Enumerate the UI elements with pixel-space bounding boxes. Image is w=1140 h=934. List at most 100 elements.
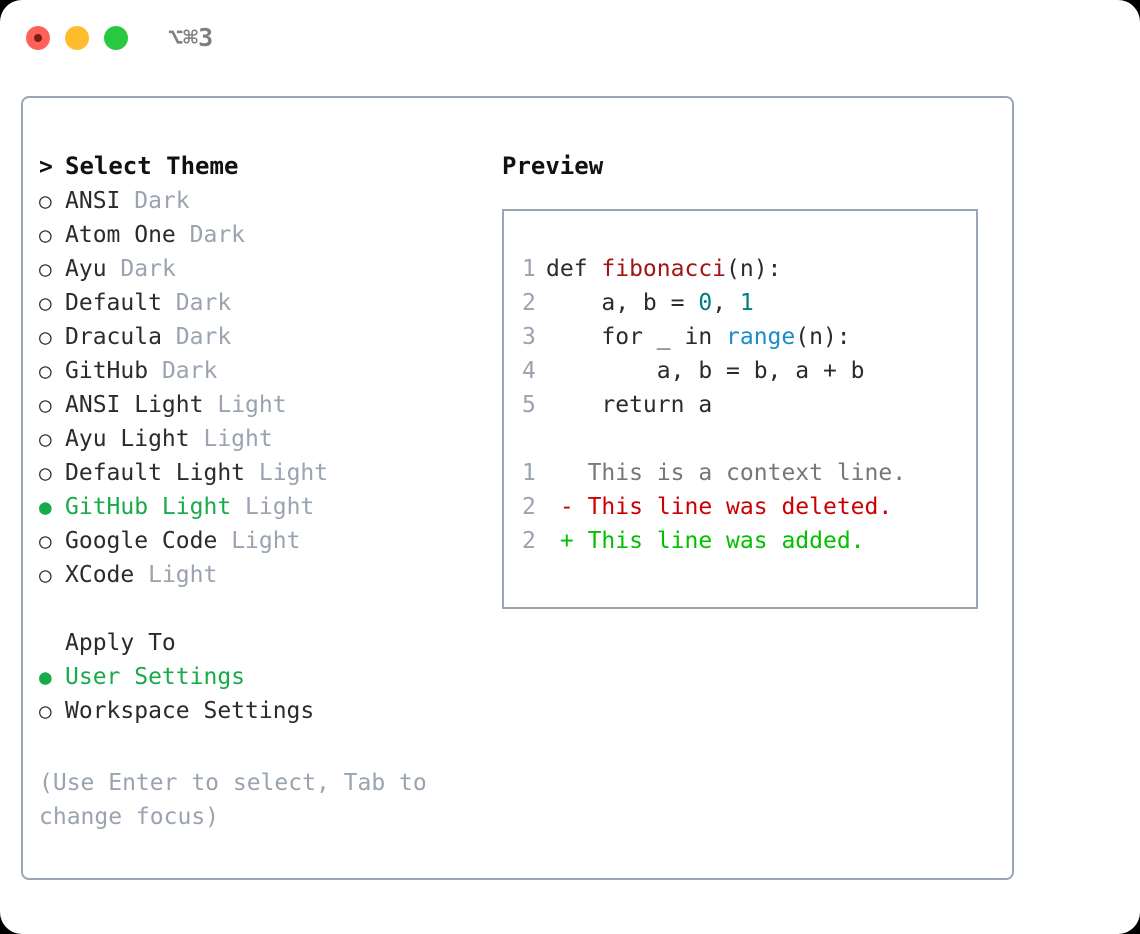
- radio-icon[interactable]: ○: [39, 257, 52, 281]
- theme-item-github-dark[interactable]: ○ GitHub Dark: [39, 358, 489, 392]
- line-number: 2: [522, 528, 536, 554]
- theme-item-google-code-light[interactable]: ○ Google Code Light: [39, 528, 489, 562]
- radio-icon-selected[interactable]: ●: [39, 495, 52, 519]
- theme-picker-column: > Select Theme ○ANSI Dark ○ Atom One Dark …: [39, 152, 489, 834]
- theme-suffix: Dark: [120, 256, 176, 282]
- diff-line-added: 2 + This line was added.: [522, 528, 970, 562]
- theme-label: Ayu Light: [65, 426, 190, 452]
- code-text: return a: [546, 392, 713, 418]
- theme-suffix: Light: [231, 528, 301, 554]
- radio-icon[interactable]: ○: [39, 427, 52, 451]
- apply-to-item-user-settings[interactable]: ● User Settings: [39, 664, 489, 698]
- apply-to-label: Workspace Settings: [65, 698, 315, 724]
- theme-item-dracula-dark[interactable]: ○ Dracula Dark: [39, 324, 489, 358]
- apply-to-label: User Settings: [65, 664, 246, 690]
- theme-label: Default Light: [65, 460, 246, 486]
- theme-label: GitHub: [65, 358, 149, 384]
- theme-item-default-light[interactable]: ○ Default Light Light: [39, 460, 489, 494]
- radio-icon[interactable]: ○: [39, 223, 52, 247]
- code-text: a, b = b, a + b: [546, 358, 865, 384]
- section-spacer: [39, 596, 489, 630]
- theme-label: Atom One: [65, 222, 176, 248]
- radio-icon[interactable]: ○: [39, 325, 52, 349]
- radio-icon[interactable]: ○: [39, 189, 52, 213]
- minimize-button[interactable]: [65, 26, 89, 50]
- theme-suffix: Dark: [134, 188, 190, 214]
- code-text: def fibonacci(n):: [546, 256, 782, 282]
- code-blank-line: [522, 426, 970, 460]
- apply-to-header: ○Apply To: [39, 630, 489, 664]
- radio-icon[interactable]: ○: [39, 461, 52, 485]
- code-line: 5 return a: [522, 392, 970, 426]
- theme-suffix: Dark: [175, 290, 232, 316]
- radio-icon-selected[interactable]: ●: [39, 665, 52, 689]
- theme-item-ayu-dark[interactable]: ○ Ayu Dark: [39, 256, 489, 290]
- radio-icon[interactable]: ○: [39, 359, 52, 383]
- line-number: 5: [522, 392, 536, 418]
- line-number: 4: [522, 358, 536, 384]
- main-panel: > Select Theme ○ANSI Dark ○ Atom One Dark …: [21, 96, 1014, 880]
- line-number: 2: [522, 494, 536, 520]
- theme-suffix: Light: [203, 426, 273, 452]
- select-theme-header: > Select Theme: [39, 152, 489, 188]
- zoom-button[interactable]: [104, 26, 128, 50]
- theme-suffix: Dark: [175, 324, 232, 350]
- diff-line-context: 1 This is a context line.: [522, 460, 970, 494]
- preview-heading: Preview: [502, 152, 604, 180]
- diff-sign: [546, 460, 588, 486]
- theme-item-default-dark[interactable]: ○ Default Dark: [39, 290, 489, 324]
- diff-sign: +: [559, 528, 574, 554]
- theme-suffix: Light: [148, 562, 218, 588]
- radio-icon[interactable]: ○: [39, 393, 52, 417]
- apply-to-item-workspace-settings[interactable]: ○ Workspace Settings: [39, 698, 489, 732]
- radio-icon[interactable]: ○: [39, 699, 52, 723]
- theme-item-xcode-light[interactable]: ○ XCode Light: [39, 562, 489, 596]
- theme-label: Default: [65, 290, 162, 316]
- apply-to-list: ● User Settings ○ Workspace Settings: [39, 664, 489, 732]
- preview-column: Preview 1 def fibonacci(n): 2 a, b = 0, 1…: [502, 152, 992, 609]
- apply-to-title: Apply To: [65, 630, 176, 656]
- theme-item-ayu-light[interactable]: ○ Ayu Light Light: [39, 426, 489, 460]
- prompt-arrow-icon: >: [39, 154, 53, 180]
- radio-icon[interactable]: ○: [39, 529, 52, 553]
- theme-suffix: Light: [217, 392, 287, 418]
- line-number: 1: [522, 256, 536, 282]
- theme-label: XCode: [65, 562, 135, 588]
- keyboard-shortcut-label: ⌥⌘3: [168, 23, 214, 52]
- code-preview: 1 def fibonacci(n): 2 a, b = 0, 1 3 for _…: [522, 256, 970, 562]
- theme-suffix: Dark: [161, 358, 218, 384]
- diff-sign: -: [559, 494, 574, 520]
- code-text: a, b = 0, 1: [546, 290, 754, 316]
- code-line: 2 a, b = 0, 1: [522, 290, 970, 324]
- theme-item-ansi-dark[interactable]: ○ANSI Dark: [39, 188, 489, 222]
- code-text: for _ in range(n):: [546, 324, 851, 350]
- line-number: 3: [522, 324, 536, 350]
- close-button[interactable]: [26, 26, 50, 50]
- code-line: 1 def fibonacci(n):: [522, 256, 970, 290]
- diff-text: This is a context line.: [587, 460, 907, 486]
- theme-label: ANSI Light: [65, 392, 204, 418]
- theme-label: Ayu: [65, 256, 107, 282]
- line-number: 2: [522, 290, 536, 316]
- radio-icon[interactable]: ○: [39, 291, 52, 315]
- theme-label: Dracula: [65, 324, 162, 350]
- code-line: 3 for _ in range(n):: [522, 324, 970, 358]
- theme-item-github-light[interactable]: ● GitHub Light Light: [39, 494, 489, 528]
- theme-label: Google Code: [65, 528, 218, 554]
- theme-item-atom-one-dark[interactable]: ○ Atom One Dark: [39, 222, 489, 256]
- line-number: 1: [522, 460, 536, 486]
- theme-list: ○ANSI Dark ○ Atom One Dark ○ Ayu Dark ○ Def…: [39, 188, 489, 596]
- theme-suffix: Light: [245, 494, 315, 520]
- theme-item-ansi-light[interactable]: ○ ANSI Light Light: [39, 392, 489, 426]
- keyboard-hint-text: (Use Enter to select, Tab to change focu…: [39, 770, 441, 830]
- theme-label: GitHub Light: [65, 494, 232, 520]
- spacer-marker: ○: [39, 633, 65, 654]
- radio-icon[interactable]: ○: [39, 563, 52, 587]
- theme-suffix: Dark: [189, 222, 246, 248]
- code-line: 4 a, b = b, a + b: [522, 358, 970, 392]
- diff-text: This line was deleted.: [587, 494, 893, 520]
- theme-suffix: Light: [258, 460, 329, 486]
- select-theme-title: Select Theme: [65, 152, 239, 180]
- title-bar: ⌥⌘3: [0, 0, 1140, 78]
- diff-text: This line was added.: [587, 528, 865, 554]
